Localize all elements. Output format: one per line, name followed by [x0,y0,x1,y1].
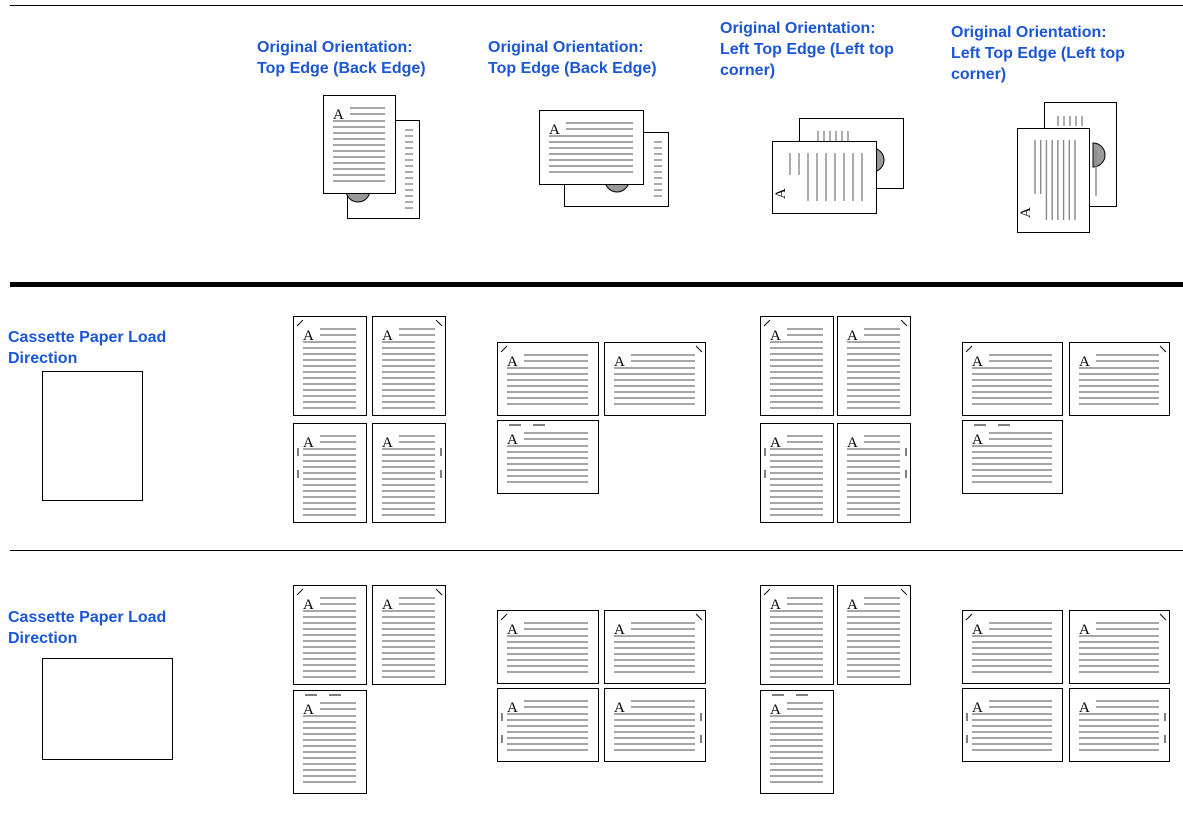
r2c4-page-3: A [962,688,1063,762]
page-letter: A [770,597,781,613]
r1c3-page-2: A [837,316,911,416]
original-front-3: A [772,141,877,214]
row-label-landscape: Cassette Paper Load Direction [8,609,167,647]
row-label-portrait: Cassette Paper Load Direction [8,329,167,367]
r2c2-page-1: A [497,610,599,684]
page-letter: A [614,622,625,638]
page-letter: A [972,700,983,716]
original-front-1: A [323,95,396,194]
r2c4-page-1: A [962,610,1063,684]
r1c1-page-3: A [293,423,367,523]
column-header-3: Original Orientation: Left Top Edge (Lef… [720,20,894,79]
original-front-4: A [1017,128,1090,233]
page-letter: A [382,328,393,344]
r1c3-page-1: A [760,316,834,416]
thin-separator [10,550,1183,551]
cassette-paper-portrait [42,371,143,501]
r1c4-page-3: A [962,420,1063,494]
page-letter: A [382,597,393,613]
thick-separator [10,282,1183,287]
column-header-1: Original Orientation: Top Edge (Back Edg… [257,39,426,77]
page-letter: A [1018,207,1034,218]
r2c2-page-3: A [497,688,599,762]
column-header-2: Original Orientation: Top Edge (Back Edg… [488,39,657,77]
r2c4-page-4: A [1069,688,1170,762]
page-letter: A [549,122,560,138]
page-letter: A [303,328,314,344]
top-rule [10,5,1183,6]
page-letter: A [847,435,858,451]
page-letter: A [507,354,518,370]
page-letter: A [303,702,314,718]
page-letter: A [303,597,314,613]
page-letter: A [614,700,625,716]
page-letter: A [333,107,344,123]
page-letter: A [847,328,858,344]
original-front-2: A [539,110,644,185]
r2c1-page-3: A [293,690,367,794]
page-letter: A [507,622,518,638]
r2c3-page-2: A [837,585,911,685]
page-letter: A [972,354,983,370]
r1c1-page-4: A [372,423,446,523]
r1c2-page-1: A [497,342,599,416]
r1c1-page-1: A [293,316,367,416]
page-letter: A [972,622,983,638]
page-letter: A [770,435,781,451]
r2c1-page-1: A [293,585,367,685]
r2c2-page-2: A [604,610,706,684]
page-letter: A [770,328,781,344]
page-letter: A [1079,622,1090,638]
r1c4-page-1: A [962,342,1063,416]
page-letter: A [972,432,983,448]
page-letter: A [1079,700,1090,716]
page-letter: A [507,700,518,716]
r1c2-page-3: A [497,420,599,494]
page-letter: A [614,354,625,370]
r2c2-page-4: A [604,688,706,762]
r2c3-page-1: A [760,585,834,685]
page-letter: A [773,188,789,199]
r2c1-page-2: A [372,585,446,685]
column-header-4: Original Orientation: Left Top Edge (Lef… [951,24,1125,83]
r1c3-page-4: A [837,423,911,523]
r1c4-page-2: A [1069,342,1170,416]
page-letter: A [507,432,518,448]
r1c3-page-3: A [760,423,834,523]
page-letter: A [770,702,781,718]
cassette-paper-landscape [42,658,173,760]
r1c2-page-2: A [604,342,706,416]
r2c3-page-3: A [760,690,834,794]
page-letter: A [1079,354,1090,370]
page-letter: A [382,435,393,451]
r2c4-page-2: A [1069,610,1170,684]
r1c1-page-2: A [372,316,446,416]
page-letter: A [303,435,314,451]
page-letter: A [847,597,858,613]
